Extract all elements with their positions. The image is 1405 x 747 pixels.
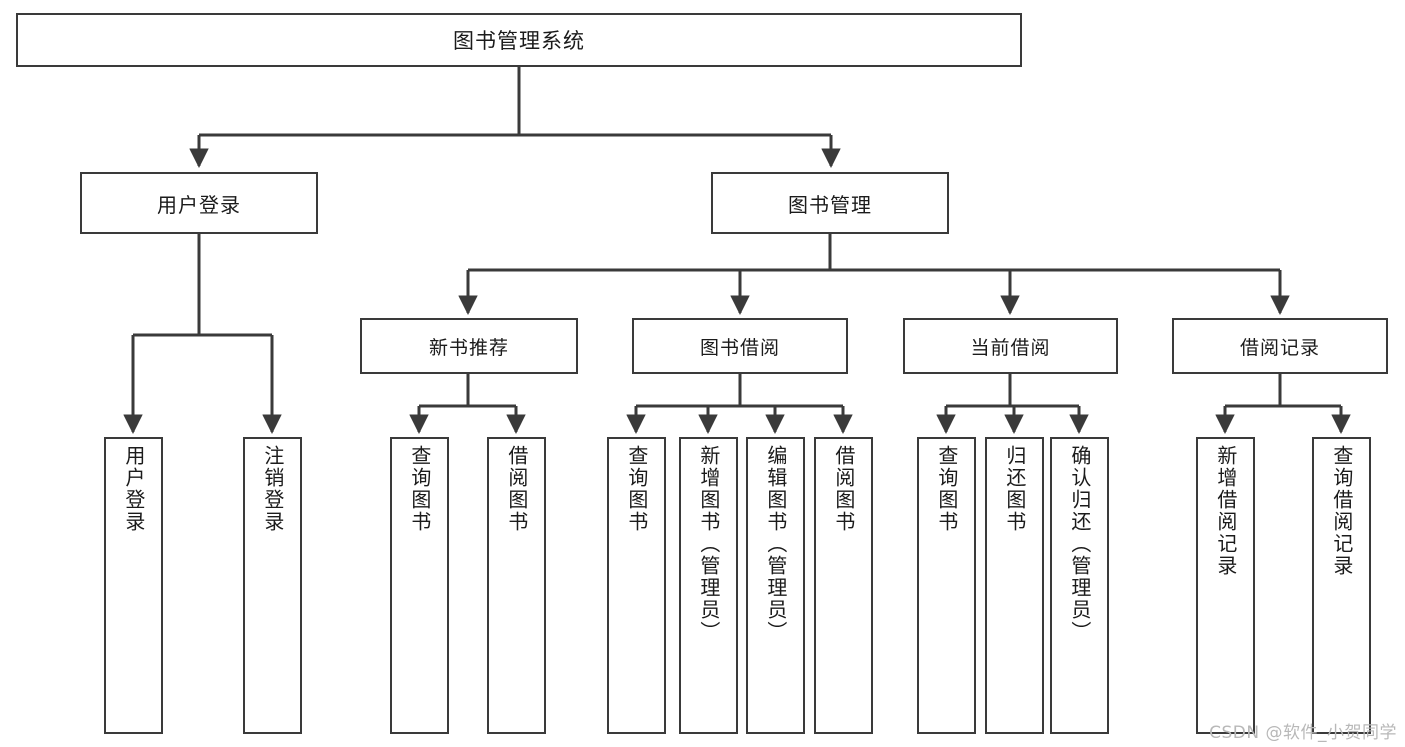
leaf-return-book[interactable]: 归还图书: [985, 437, 1044, 734]
leaf-label: 查询图书: [407, 445, 432, 533]
node-new-book-recommend[interactable]: 新书推荐: [360, 318, 578, 374]
leaf-label: 查询图书: [934, 445, 959, 533]
leaf-logout[interactable]: 注销登录: [243, 437, 302, 734]
leaf-query-book-recommend[interactable]: 查询图书: [390, 437, 449, 734]
node-root[interactable]: 图书管理系统: [16, 13, 1022, 67]
node-book-borrow-label: 图书借阅: [699, 336, 780, 359]
leaf-label: 新增图书（管理员）: [696, 445, 721, 643]
node-borrow-record-label: 借阅记录: [1239, 336, 1320, 359]
leaf-label: 查询图书: [624, 445, 649, 533]
leaf-confirm-return-admin[interactable]: 确认归还（管理员）: [1050, 437, 1109, 734]
leaf-borrow-book[interactable]: 借阅图书: [814, 437, 873, 734]
node-book-management-label: 图书管理: [788, 192, 872, 217]
node-current-borrow[interactable]: 当前借阅: [903, 318, 1118, 374]
leaf-add-borrow-record[interactable]: 新增借阅记录: [1196, 437, 1255, 734]
node-user-login[interactable]: 用户登录: [80, 172, 318, 234]
leaf-edit-book-admin[interactable]: 编辑图书（管理员）: [746, 437, 805, 734]
node-borrow-record[interactable]: 借阅记录: [1172, 318, 1388, 374]
leaf-label: 确认归还（管理员）: [1067, 445, 1092, 643]
leaf-user-login[interactable]: 用户登录: [104, 437, 163, 734]
node-user-login-label: 用户登录: [157, 192, 241, 217]
node-book-management[interactable]: 图书管理: [711, 172, 949, 234]
node-current-borrow-label: 当前借阅: [970, 336, 1051, 359]
leaf-label: 注销登录: [260, 445, 285, 533]
leaf-label: 新增借阅记录: [1213, 445, 1238, 577]
leaf-label: 归还图书: [1002, 445, 1027, 533]
leaf-query-borrow-record[interactable]: 查询借阅记录: [1312, 437, 1371, 734]
leaf-add-book-admin[interactable]: 新增图书（管理员）: [679, 437, 738, 734]
leaf-label: 用户登录: [121, 445, 146, 533]
leaf-label: 借阅图书: [504, 445, 529, 533]
leaf-borrow-book-recommend[interactable]: 借阅图书: [487, 437, 546, 734]
leaf-label: 编辑图书（管理员）: [763, 445, 788, 643]
leaf-label: 查询借阅记录: [1329, 445, 1354, 577]
leaf-query-book-current[interactable]: 查询图书: [917, 437, 976, 734]
leaf-label: 借阅图书: [831, 445, 856, 533]
node-root-label: 图书管理系统: [453, 29, 585, 53]
watermark: CSDN @软件_小贺同学: [1209, 723, 1397, 743]
leaf-query-book-borrow[interactable]: 查询图书: [607, 437, 666, 734]
node-new-book-recommend-label: 新书推荐: [428, 336, 509, 359]
node-book-borrow[interactable]: 图书借阅: [632, 318, 848, 374]
